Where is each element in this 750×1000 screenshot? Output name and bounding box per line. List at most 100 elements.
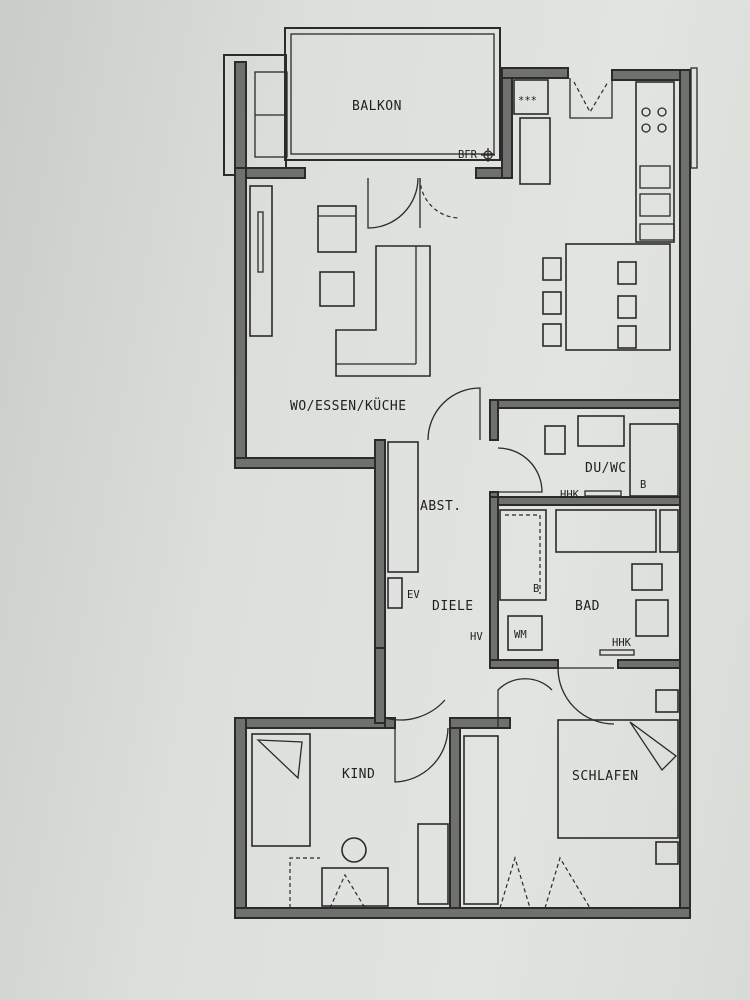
bedroom-furniture (251, 689, 679, 907)
double-bed (557, 719, 679, 839)
bed-pillow (629, 721, 677, 772)
wall-duwc-top (489, 399, 681, 409)
balcony (223, 27, 501, 176)
wall-left-living (234, 167, 247, 469)
label-balkon: BALKON (352, 99, 402, 114)
label-diele: DIELE (432, 599, 474, 614)
bad-furniture (499, 509, 679, 656)
bfr-symbol-icon (481, 148, 495, 162)
kind-door (394, 727, 449, 783)
washing-machine (507, 615, 543, 651)
kind-bed-pillow (256, 739, 303, 780)
label-kind: KIND (342, 767, 375, 782)
dining-table (565, 243, 671, 351)
kind-window-b (329, 873, 366, 909)
label-bad: BAD (575, 599, 600, 614)
cabinet (639, 223, 675, 241)
hob-ring-2 (657, 107, 667, 117)
mark-b-duwc: B (640, 479, 646, 491)
mark-bfr: BFR (458, 149, 478, 161)
living-door (427, 387, 481, 441)
wall-bottom (234, 907, 691, 919)
mark-wm: WM (514, 629, 527, 641)
mark-hhk-bad: HHK (612, 637, 632, 649)
exterior-walls (234, 61, 698, 919)
wall-right-reveal (690, 67, 698, 169)
nightstand-bottom (655, 841, 679, 865)
interior-walls (374, 399, 681, 909)
schlafen-window-a (499, 855, 531, 909)
wall-kind-top (234, 717, 386, 729)
wall-kind-schlafen (449, 727, 461, 909)
bad-door (557, 667, 615, 725)
entry-door (384, 650, 446, 721)
schlafen-window-b (544, 856, 591, 909)
label-duwc: DU/WC (585, 461, 627, 476)
wc-toilet (544, 425, 566, 455)
bad-shower-tray (505, 514, 541, 594)
balcony-door-left (367, 177, 419, 229)
wall-kitchen-top-a (501, 67, 569, 79)
balcony-inner-edge (290, 33, 495, 155)
hob-ring-1 (641, 107, 651, 117)
duwc-door (497, 447, 543, 493)
coffee-table (319, 271, 355, 307)
abst-closet (387, 441, 419, 573)
schlafen-door (497, 678, 553, 728)
shower (629, 423, 679, 497)
mark-hhk-duwc: HHK (560, 489, 580, 501)
label-schlafen: SCHLAFEN (572, 769, 639, 784)
living-furniture (249, 79, 675, 377)
wall-corridor-bottom-left (374, 647, 386, 724)
kind-wardrobe (417, 823, 449, 905)
mark-ev: EV (407, 589, 420, 601)
bathtub (555, 509, 657, 553)
wall-kitchen-top-b (611, 69, 691, 81)
nightstand-top (655, 689, 679, 713)
sofa (335, 245, 431, 377)
chair-3 (542, 323, 562, 347)
wall-kitchen-bump-left (501, 67, 513, 179)
label-wohnen: WO/ESSEN/KÜCHE (290, 397, 407, 414)
chair-6 (617, 325, 637, 349)
kitchen-window-swing (573, 81, 609, 114)
dishwasher (639, 193, 671, 217)
wall-bad-bottom-b (617, 659, 681, 669)
mark-hv: HV (470, 631, 483, 643)
sink (639, 165, 671, 189)
wall-balcony-left (234, 61, 247, 178)
kind-desk (321, 867, 389, 907)
balcony-door-right-swing (419, 177, 461, 219)
tv-stand (257, 211, 264, 273)
doors (289, 78, 615, 909)
ev-box (387, 577, 403, 609)
bad-shower (499, 509, 547, 601)
chair-1 (542, 257, 562, 281)
wall-bad-left (489, 496, 499, 668)
bad-toilet (631, 563, 663, 591)
armchair (317, 205, 357, 253)
sideboard (249, 185, 273, 337)
wall-bad-bottom-a (489, 659, 559, 669)
chair-2 (542, 291, 562, 315)
wall-kind-left (234, 717, 247, 919)
chair-4 (617, 261, 637, 285)
kitchen-window (569, 78, 613, 119)
kind-window-a (289, 857, 320, 908)
hob-ring-3 (641, 123, 651, 133)
wall-duwc-bad (489, 496, 681, 506)
chair-5 (617, 295, 637, 319)
hob-ring-4 (657, 123, 667, 133)
schlafen-wardrobe (463, 735, 499, 905)
wall-schlafen-top (449, 717, 511, 729)
kind-stool (341, 837, 367, 863)
labels: BALKON WO/ESSEN/KÜCHE DU/WC ABST. DIELE … (290, 95, 646, 784)
bathtub-end (659, 509, 679, 553)
duwc-furniture (544, 415, 679, 497)
fridge (513, 79, 549, 115)
wall-living-bottom (234, 457, 386, 469)
balcony-railing (284, 27, 501, 161)
hhk-duwc-heater (584, 490, 622, 497)
hhk-bad-heater (599, 649, 635, 656)
